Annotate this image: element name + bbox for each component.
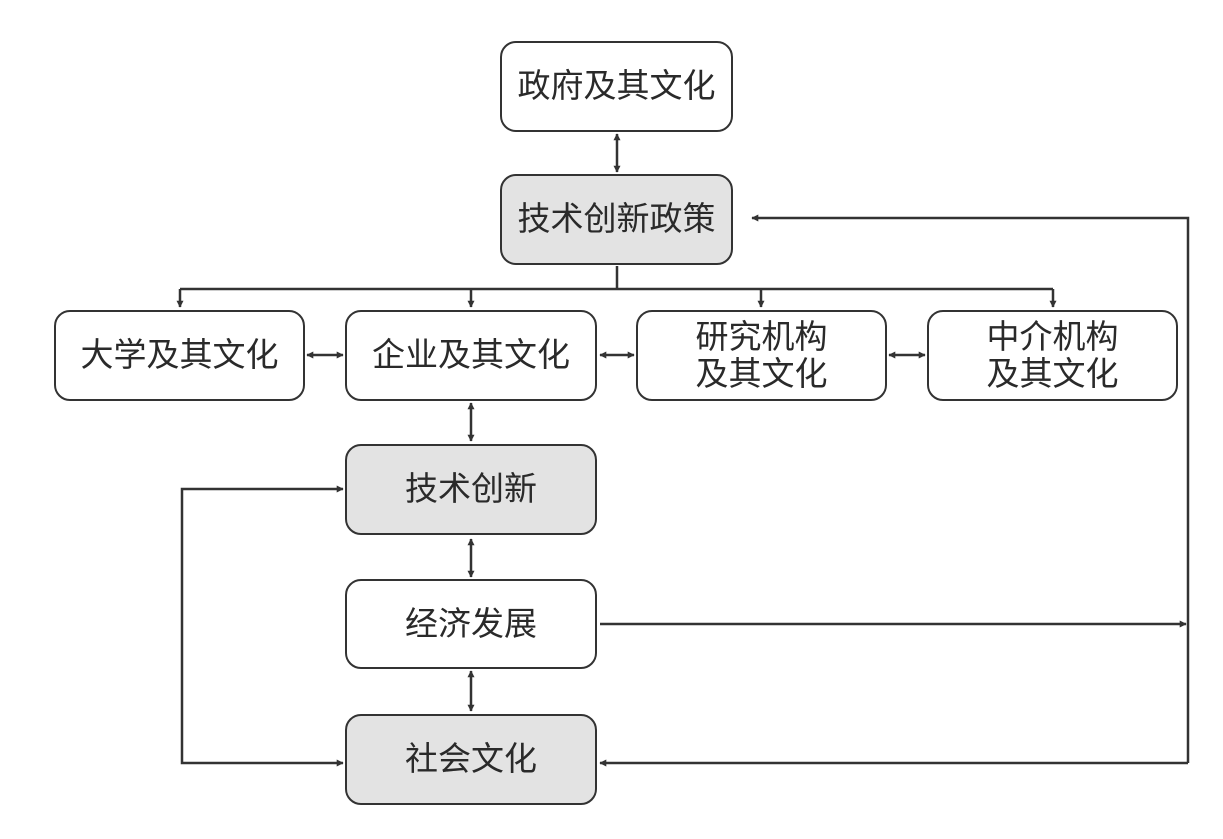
arrow-loop-society-innovation	[180, 485, 344, 767]
node-intermediary: 中介机构 及其文化	[927, 310, 1178, 401]
node-government: 政府及其文化	[500, 41, 733, 132]
node-tech-innovation: 技术创新	[345, 444, 597, 535]
node-tech-innovation-policy-label: 技术创新政策	[517, 199, 716, 239]
node-enterprise-label: 企业及其文化	[372, 335, 570, 375]
node-government-label: 政府及其文化	[517, 66, 716, 106]
node-tech-innovation-policy: 技术创新政策	[500, 174, 733, 265]
node-university-label: 大学及其文化	[80, 335, 279, 375]
node-intermediary-label: 中介机构 及其文化	[986, 316, 1119, 393]
node-economic-development: 经济发展	[345, 579, 597, 669]
node-economic-development-label: 经济发展	[405, 603, 537, 643]
node-university: 大学及其文化	[54, 310, 305, 401]
arrow-right-rail-policy	[751, 214, 1190, 763]
node-enterprise: 企业及其文化	[345, 310, 597, 401]
node-social-culture-label: 社会文化	[405, 739, 537, 779]
node-research-institution: 研究机构 及其文化	[636, 310, 887, 401]
node-tech-innovation-label: 技术创新	[405, 469, 537, 509]
node-social-culture: 社会文化	[345, 714, 597, 805]
node-research-institution-label: 研究机构 及其文化	[695, 316, 828, 393]
